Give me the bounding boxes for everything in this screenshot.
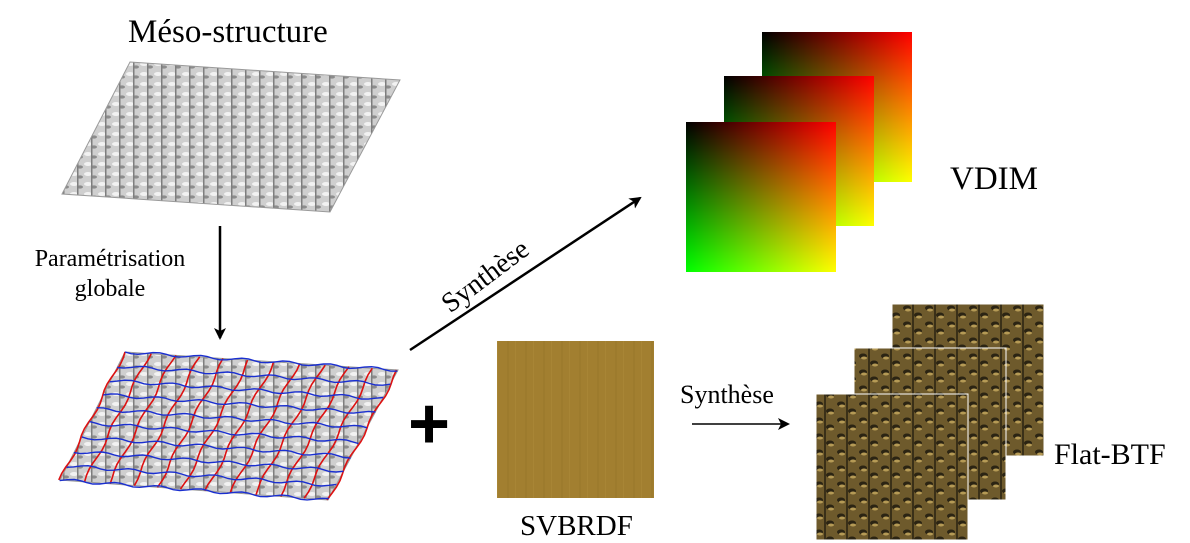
vdim-stack [686, 32, 912, 272]
grid-line-blue [59, 478, 329, 501]
btf-layer-front [815, 393, 969, 541]
flat-btf-label: Flat-BTF [1054, 438, 1166, 471]
grid-line-red [83, 353, 152, 483]
grid-line-red [179, 359, 249, 490]
grid-line-red [303, 367, 373, 499]
grid-line-red [280, 366, 350, 497]
grid-line-blue [109, 379, 384, 400]
meso-structure-surface [61, 61, 401, 213]
grid-line-red [326, 369, 398, 501]
svbrdf-label: SVBRDF [520, 510, 633, 542]
parameterization-label-line1: Paramétrisation [34, 246, 186, 272]
grid-line-blue [89, 420, 359, 445]
grid-line-red [229, 363, 301, 493]
grid-line-red [109, 354, 177, 484]
vdim-layer-front [686, 122, 836, 272]
grid-line-red [255, 364, 326, 495]
parameterized-surface [58, 351, 399, 501]
flat-btf-stack [815, 303, 1045, 541]
synthesis-label-bottom: Synthèse [680, 380, 774, 409]
vdim-label: VDIM [950, 161, 1038, 197]
grid-line-blue [73, 451, 344, 473]
grid-line-blue [96, 407, 368, 429]
grid-line-red [58, 351, 126, 481]
plus-sign: + [408, 384, 451, 464]
meso-structure-title: Méso-structure [128, 14, 328, 50]
parameterization-label: Paramétrisation globale [10, 244, 210, 304]
grid-line-red [203, 361, 275, 492]
grid-line-red [156, 358, 224, 488]
synthesis-arrow-top [409, 196, 642, 352]
parameterization-label-line2: globale [74, 276, 146, 302]
grid-line-blue [117, 365, 391, 386]
grid-line-blue [66, 464, 337, 487]
svbrdf-texture [497, 341, 654, 498]
grid-line-blue [124, 351, 398, 372]
grid-line-blue [81, 436, 351, 459]
grid-line-red [133, 356, 201, 486]
parameterization-grid [58, 351, 398, 501]
grid-line-blue [103, 393, 376, 414]
